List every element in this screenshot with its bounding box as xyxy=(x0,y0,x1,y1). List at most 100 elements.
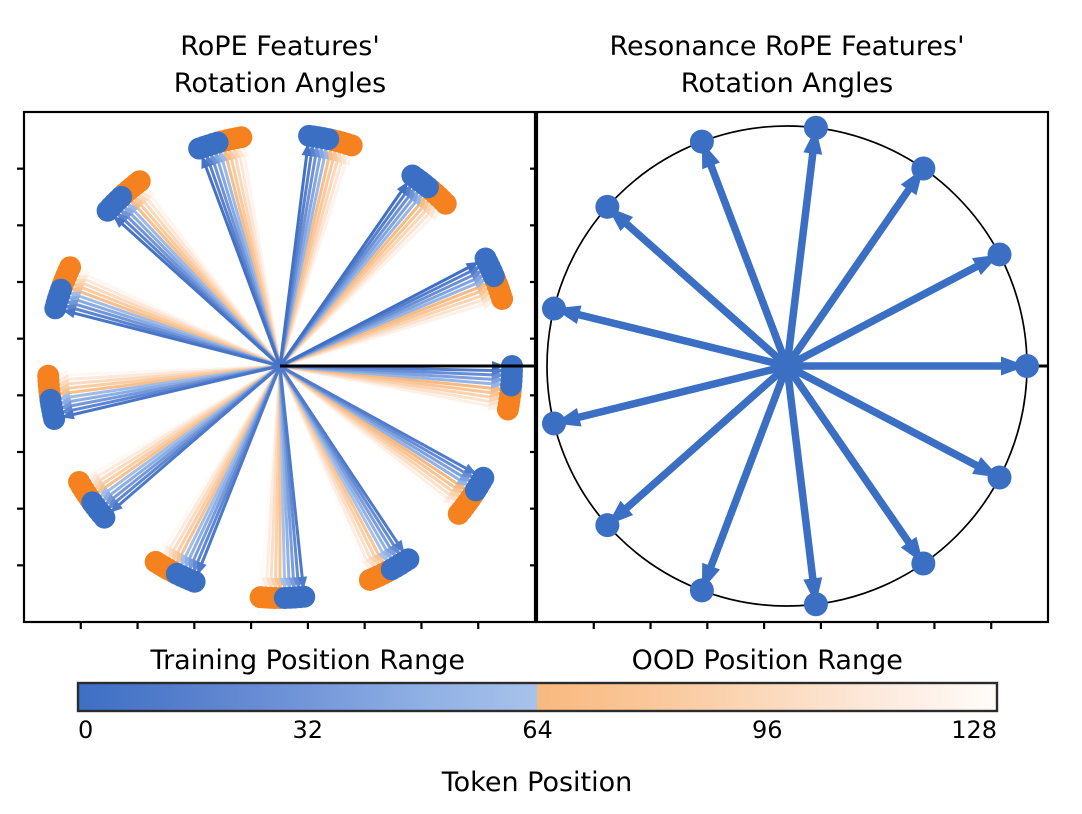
resonance-rotation-arrow-shaft xyxy=(785,362,989,475)
resonance-position-marker xyxy=(803,115,828,140)
rope-position-marker xyxy=(472,466,495,489)
resonance-position-marker xyxy=(911,551,936,576)
colorbar-axis-label: Token Position xyxy=(441,767,633,798)
rope-rotation-arrow xyxy=(278,180,410,367)
panel-rope xyxy=(17,110,537,629)
rope-rotation-arrowhead xyxy=(112,215,126,228)
rope-rotation-arrowhead xyxy=(197,561,207,576)
rope-rotation-arrowhead xyxy=(132,195,146,209)
panel-title-rope-line1: RoPE Features' xyxy=(180,31,380,62)
resonance-position-marker xyxy=(595,194,620,219)
rope-position-marker xyxy=(183,570,206,593)
rope-rotation-arrowhead xyxy=(140,189,153,203)
rope-rotation-arrow xyxy=(200,154,282,367)
rope-rotation-arrow xyxy=(108,364,281,515)
rope-rotation-arrow xyxy=(111,214,282,368)
resonance-position-marker xyxy=(911,156,936,181)
rope-position-markers xyxy=(37,124,523,609)
resonance-rotation-arrow-shaft xyxy=(566,362,788,424)
resonance-arrow-field xyxy=(553,127,1027,605)
rope-rotation-arrowhead xyxy=(448,486,463,499)
resonance-axis-tickmarks xyxy=(530,167,993,629)
rope-axes-frame xyxy=(22,110,537,624)
resonance-rotation-arrow-shaft xyxy=(783,363,919,554)
colorbar-tick-label: 64 xyxy=(522,716,553,744)
colorbar-tick-label: 0 xyxy=(78,716,93,744)
rope-rotation-arrowhead xyxy=(463,463,478,475)
colorbar-frame xyxy=(76,681,999,713)
resonance-axes-frame xyxy=(535,110,1050,624)
resonance-position-marker xyxy=(689,129,714,154)
rope-rotation-arrowhead xyxy=(411,192,424,206)
rope-arrow-field xyxy=(55,142,505,591)
rope-rotation-arrowhead xyxy=(396,181,409,195)
resonance-position-marker xyxy=(987,242,1012,267)
resonance-position-marker xyxy=(541,411,566,436)
rope-rotation-arrowhead xyxy=(458,471,473,483)
resonance-rotation-arrow-shaft xyxy=(615,363,790,519)
resonance-position-marker xyxy=(803,592,828,617)
rope-rotation-arrowhead xyxy=(297,576,308,590)
rope-rotation-arrowhead xyxy=(400,183,413,198)
resonance-position-marker xyxy=(1015,354,1039,378)
rope-rotation-arrowhead xyxy=(465,261,480,273)
rope-rotation-arrow xyxy=(61,308,281,368)
resonance-rotation-arrow-head xyxy=(803,577,823,605)
resonance-position-marker xyxy=(689,578,714,603)
rope-rotation-arrow xyxy=(195,365,282,576)
rope-rotation-arrowhead xyxy=(443,493,457,506)
colorbar-tick-labels: 0 32 64 96 128 xyxy=(78,716,997,744)
rope-rotation-arrowhead xyxy=(421,201,435,215)
rope-rotation-arrow xyxy=(60,364,281,419)
panel-title-rope-line2: Rotation Angles xyxy=(174,68,386,99)
resonance-position-marker xyxy=(595,513,620,538)
rope-rotation-arrowhead xyxy=(404,186,417,201)
colorbar-group-label-ood: OOD Position Range xyxy=(632,645,903,676)
rope-rotation-arrowhead xyxy=(414,195,428,209)
resonance-rotation-arrow-shaft xyxy=(785,257,989,370)
rope-rotation-arrow xyxy=(279,260,481,368)
panel-title-resonance-line2: Rotation Angles xyxy=(681,68,893,99)
rope-rotation-arrowhead xyxy=(427,208,441,222)
rope-rotation-arrow xyxy=(278,365,306,590)
rope-rotation-arrowhead xyxy=(424,205,438,219)
rope-rotation-arrowhead xyxy=(393,539,405,554)
rope-position-marker xyxy=(293,585,316,608)
rope-rotation-arrowhead xyxy=(453,479,468,491)
rope-rotation-arrowhead xyxy=(122,205,136,219)
rope-rotation-arrowhead xyxy=(129,198,142,212)
resonance-rotation-arrow-shaft xyxy=(783,365,818,591)
rope-rotation-arrowhead xyxy=(106,497,120,510)
rope-rotation-arrowhead xyxy=(451,482,465,495)
rope-rotation-arrow xyxy=(278,365,406,555)
resonance-rotation-arrow-shaft xyxy=(783,141,818,367)
colorbar-tick-label: 128 xyxy=(951,716,997,744)
rope-position-marker xyxy=(43,407,66,430)
rope-axis-tickmarks xyxy=(17,167,480,629)
rope-position-marker xyxy=(93,506,116,529)
resonance-rotation-arrow-shaft xyxy=(566,308,788,370)
rope-position-marker xyxy=(44,297,67,320)
resonance-rotation-arrow-shaft xyxy=(783,178,919,369)
resonance-rotation-arrow-head xyxy=(803,127,823,155)
rope-rotation-arrow xyxy=(279,364,478,476)
rope-rotation-arrowhead xyxy=(109,500,123,514)
rope-position-marker xyxy=(474,247,497,270)
rope-rotation-arrowhead xyxy=(136,192,149,206)
rope-position-marker xyxy=(96,199,119,222)
colorbar-tick-label: 32 xyxy=(292,716,323,744)
rope-rotation-arrow xyxy=(278,142,310,367)
resonance-rotation-arrow-head xyxy=(1001,356,1027,376)
resonance-rotation-arrow-shaft xyxy=(615,213,790,369)
rope-rotation-arrowhead xyxy=(159,542,171,556)
panel-resonance-rope xyxy=(530,110,1050,629)
rope-rotation-arrowhead xyxy=(445,490,460,503)
rope-rotation-arrowhead xyxy=(440,497,454,510)
resonance-position-marker xyxy=(541,296,566,321)
rope-rotation-arrowhead xyxy=(418,198,431,212)
resonance-position-markers xyxy=(541,115,1039,617)
resonance-position-marker xyxy=(987,465,1012,490)
colorbar-tick-label: 96 xyxy=(752,716,783,744)
